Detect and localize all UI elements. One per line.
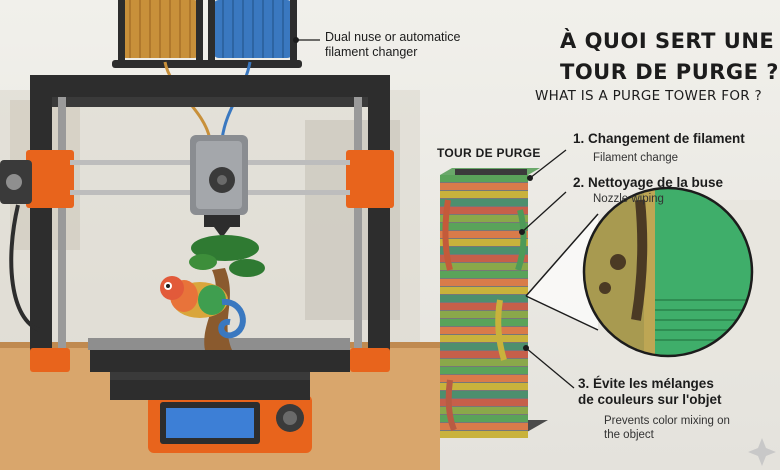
tower-layer: [440, 383, 528, 390]
callout-nozzle-text: Dual nuse or automatice filament changer: [325, 30, 495, 60]
title-french-line1: À QUOI SERT UNE: [560, 29, 775, 53]
tower-layer: [440, 407, 528, 414]
bracket-left: [26, 150, 74, 208]
tower-layer: [440, 399, 528, 406]
zoom-line-bottom: [525, 295, 599, 331]
step2-english: Nozzle wiping: [593, 193, 664, 205]
sparkle-icon: [748, 438, 776, 466]
tower-layer: [440, 239, 528, 246]
title-english: WHAT IS A PURGE TOWER FOR ?: [535, 88, 763, 104]
tower-layer: [440, 311, 528, 318]
tower-layer: [440, 351, 528, 358]
step3-english-line1: Prevents color mixing on: [604, 415, 730, 427]
tower-layer: [440, 207, 528, 214]
zoom-cone: [526, 214, 598, 330]
tower-layer: [440, 375, 528, 382]
spool-right-icon: [208, 0, 297, 62]
tower-layer: [440, 415, 528, 422]
tower-layer: [440, 231, 528, 238]
tower-layer: [440, 199, 528, 206]
tower-opening: [455, 169, 527, 175]
foot-right: [350, 348, 390, 372]
leader-step1: [529, 149, 567, 179]
drip: [442, 199, 453, 271]
tower-layer: [440, 279, 528, 286]
zoom-line-top: [525, 213, 599, 297]
bed-rail: [110, 372, 310, 380]
tower-label: TOUR DE PURGE: [437, 146, 541, 160]
drip: [445, 379, 457, 432]
spool-left-icon: [118, 0, 203, 62]
drip: [515, 209, 527, 271]
tower-layers: [440, 175, 528, 438]
frame-right: [368, 75, 390, 365]
step1-french: 1. Changement de filament: [573, 131, 745, 146]
leader-step2: [521, 191, 567, 233]
motor-pulley: [6, 174, 22, 190]
chameleon-icon: [160, 276, 246, 339]
tower-layer: [440, 271, 528, 278]
step3-english: Prevents color mixing on the object: [604, 414, 764, 442]
purge-tower: [440, 168, 548, 438]
tower-layer: [440, 215, 528, 222]
tower-layer: [440, 183, 528, 190]
step3-french-line1: 3. Évite les mélanges: [578, 376, 714, 391]
tower-layer: [440, 335, 528, 342]
leader-step3: [525, 347, 575, 389]
tower-layer: [440, 255, 528, 262]
tower-layer: [440, 391, 528, 398]
step1-english: Filament change: [593, 152, 679, 164]
tower-layer: [440, 191, 528, 198]
tower-layer: [440, 287, 528, 294]
tower-layer: [440, 175, 528, 182]
step3-english-line2: the object: [604, 429, 654, 441]
frame-top: [30, 75, 390, 97]
step3-french: 3. Évite les mélanges de couleurs sur l'…: [578, 376, 778, 408]
title-french-line2: TOUR DE PURGE ?: [560, 60, 779, 84]
tower-layer: [440, 295, 528, 302]
tower-layer: [440, 359, 528, 366]
nozzle: [214, 227, 230, 238]
knob-icon: [276, 404, 304, 432]
tower-layer: [440, 303, 528, 310]
callout-nozzle-line1: Dual nuse or automatice: [325, 30, 461, 44]
z-rod-left: [58, 97, 66, 362]
zoom-bubble-border: [582, 186, 754, 358]
callout-nozzle-dot: [293, 37, 299, 43]
foot-left: [30, 348, 70, 372]
bracket-right: [346, 150, 394, 208]
frame-inner-top: [52, 97, 368, 107]
lcd-screen: [166, 408, 254, 438]
cable: [9, 204, 41, 332]
frame-left: [30, 75, 52, 365]
tower-layer: [440, 263, 528, 270]
base: [110, 380, 310, 400]
tower-layer: [440, 431, 528, 438]
title-french: À QUOI SERT UNE TOUR DE PURGE ?: [560, 26, 779, 88]
printer-icon: [0, 75, 394, 453]
drip: [495, 299, 507, 361]
z-rod-right: [354, 97, 362, 362]
tower-layer: [440, 247, 528, 254]
tower-layer: [440, 319, 528, 326]
tower-layer: [440, 223, 528, 230]
tower-layer: [440, 423, 528, 430]
step2-french: 2. Nettoyage de la buse: [573, 175, 724, 190]
tower-layer: [440, 367, 528, 374]
hotend: [204, 215, 240, 227]
step3-french-line2: de couleurs sur l'objet: [578, 392, 722, 407]
spool-holder: [112, 60, 302, 68]
tower-layer: [440, 343, 528, 350]
callout-nozzle-line2: filament changer: [325, 45, 418, 59]
tower-layer: [440, 327, 528, 334]
